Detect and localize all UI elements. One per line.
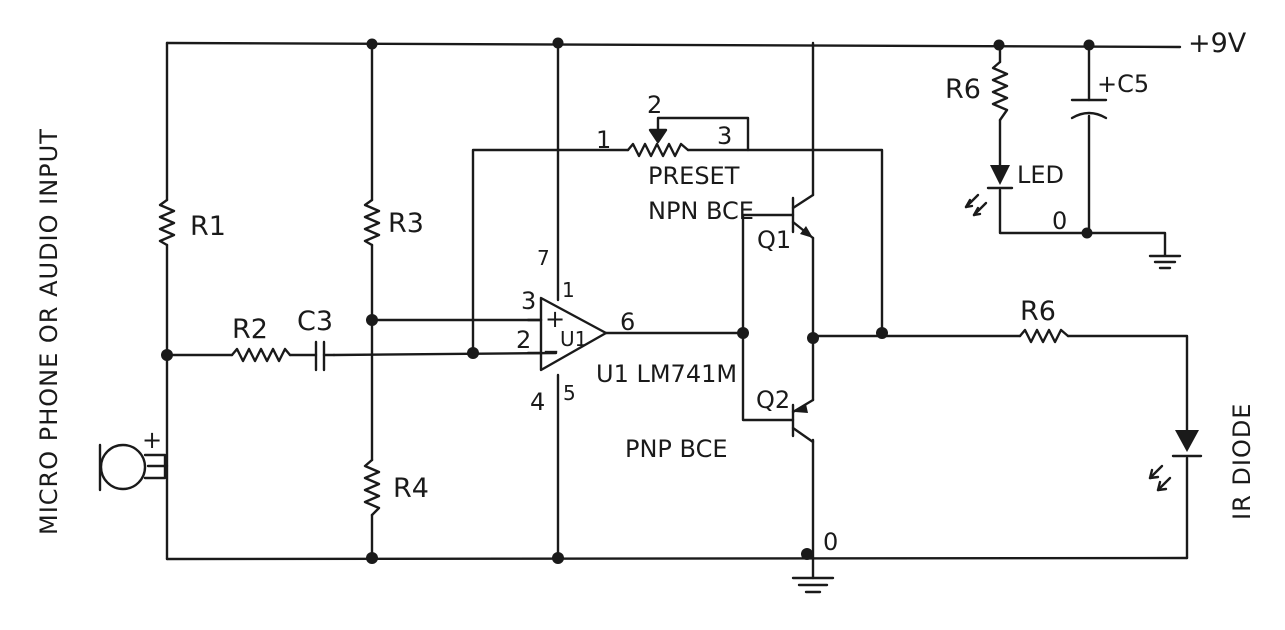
r1-label: R1	[190, 211, 226, 242]
led-label: LED	[1017, 161, 1064, 189]
supply-label: +9V	[1188, 28, 1247, 59]
resistor-r6-top	[991, 60, 1009, 122]
opamp-pin-7: 7	[537, 246, 550, 270]
microphone	[98, 443, 167, 492]
ir-diode	[1148, 430, 1203, 492]
preset-pin-2: 2	[647, 91, 662, 119]
opamp-part-label: U1 LM741M	[596, 360, 737, 388]
opamp-pin-4: 4	[530, 388, 545, 416]
resistor-r4	[363, 458, 381, 517]
main-ground-pin: 0	[823, 528, 838, 556]
led-diode	[964, 165, 1014, 217]
transistor-q2	[791, 398, 815, 444]
junctions	[161, 37, 1095, 564]
opamp-plus: +	[545, 305, 565, 333]
preset-pin-1: 1	[596, 126, 611, 154]
r6-output-label: R6	[1020, 296, 1056, 327]
q2-type-label: PNP BCE	[625, 435, 728, 463]
c5-label: +C5	[1097, 70, 1149, 98]
opamp-pin-1: 1	[562, 278, 575, 302]
resistor-r3	[363, 198, 381, 247]
capacitor-c5	[1070, 98, 1108, 120]
opamp-pin-5: 5	[563, 381, 576, 405]
opamp-pin-2: 2	[516, 326, 531, 354]
mic-plus-label: +	[142, 426, 162, 454]
q1-type-label: NPN BCE	[648, 197, 754, 225]
right-side-label: IR DIODE	[1228, 403, 1256, 520]
preset-pin-3: 3	[717, 122, 732, 150]
ground-symbol-main	[791, 576, 835, 594]
r4-label: R4	[393, 473, 429, 504]
wires	[146, 41, 1189, 580]
resistor-r2	[230, 347, 292, 363]
resistor-r6-output	[1018, 328, 1070, 344]
preset-potentiometer	[626, 128, 690, 158]
r2-label: R2	[232, 314, 268, 345]
opamp-u1-label: U1	[560, 327, 587, 351]
led-ground-pin: 0	[1052, 207, 1067, 235]
opamp-pin-6: 6	[620, 308, 635, 336]
r3-label: R3	[388, 208, 424, 239]
transistor-q1	[791, 193, 815, 240]
opamp-u1	[526, 296, 608, 372]
q1-label: Q1	[757, 226, 791, 254]
capacitor-c3	[314, 340, 336, 372]
resistor-r1	[158, 198, 176, 247]
preset-label: PRESET	[648, 162, 740, 190]
left-side-label: MICRO PHONE OR AUDIO INPUT	[35, 128, 63, 535]
c3-label: C3	[297, 306, 333, 337]
opamp-pin-3: 3	[521, 287, 536, 315]
q2-label: Q2	[756, 386, 790, 414]
ground-symbol-led	[1148, 254, 1182, 270]
opamp-minus: _	[544, 325, 558, 353]
r6-top-label: R6	[945, 74, 981, 105]
